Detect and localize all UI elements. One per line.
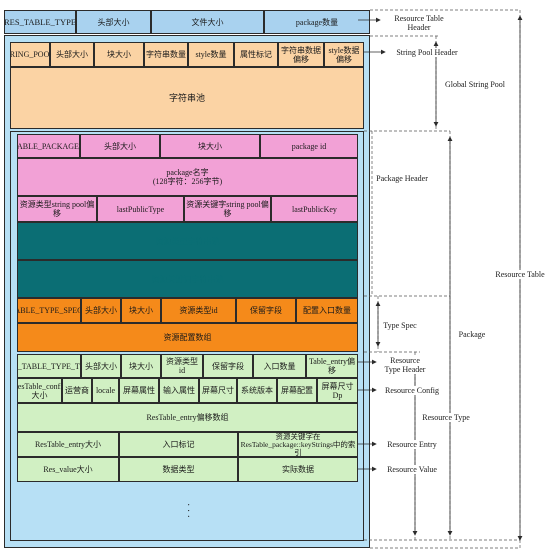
type-string-pool: 资源类型字符串池 (17, 222, 358, 260)
entry-size-cell: ResTable_entry大小 (17, 432, 119, 457)
resource-table-header-label: Resource Table Header (388, 14, 450, 32)
global-string-pool-label: Global String Pool (440, 80, 510, 89)
entry-flags-cell: 入口标记 (119, 432, 238, 457)
string-pool-content: 字符串池 (10, 67, 364, 129)
config-size-cell: ResTable_config大小 (17, 378, 62, 403)
resource-type-header-label: Resource Type Header (382, 356, 428, 374)
package-name-note: (128字符：256字节) (152, 177, 223, 186)
ts-header-size-cell: 头部大小 (81, 298, 121, 323)
value-size-cell: Res_value大小 (17, 457, 119, 482)
sp-chunk-size-cell: 块大小 (94, 42, 144, 67)
sp-string-count-cell: 字符串数量 (144, 42, 188, 67)
key-string-pool: 资源关键词字符串池 (17, 260, 358, 298)
res-table-type-cell: RES_TABLE_TYPE (4, 10, 76, 34)
type-spec-label: Type Spec (380, 321, 420, 330)
config-screen-size-dp-cell: 屏幕尺寸Dp (317, 378, 358, 403)
entry-offset-array: ResTable_entry偏移数组 (17, 403, 358, 432)
resource-config-label: Resource Config (382, 386, 442, 395)
package-header-label: Package Header (374, 174, 430, 183)
config-mcc-cell: 运营商 (62, 378, 92, 403)
type-spec-config-array: 资源配置数组 (17, 323, 358, 352)
tt-header-size-cell: 头部大小 (81, 354, 121, 378)
type-strings-offset-cell: 资源类型string pool偏移 (17, 196, 97, 222)
resource-value-label: Resource Value (382, 465, 442, 474)
config-locale-cell: locale (92, 378, 119, 403)
pkg-chunk-size-cell: 块大小 (160, 134, 260, 158)
type-spec-type-cell: RES_TABLE_TYPE_SPEC_TYPE (17, 298, 81, 323)
tt-reserved-cell: 保留字段 (203, 354, 253, 378)
table-header-size-cell: 头部大小 (76, 10, 151, 34)
table-package-count-cell: package数量 (264, 10, 370, 34)
last-public-type-cell: lastPublicType (97, 196, 184, 222)
sp-strings-offset-cell: 字符串数据偏移 (278, 42, 324, 67)
config-input-cell: 输入属性 (159, 378, 199, 403)
ts-type-id-cell: 资源类型id (161, 298, 236, 323)
package-name-label: package名字 (166, 168, 209, 177)
pkg-header-size-cell: 头部大小 (80, 134, 160, 158)
package-name-cell: package名字 (128字符：256字节) (17, 158, 358, 196)
config-screen-size-cell: 屏幕尺寸 (199, 378, 237, 403)
tt-entry-offset-cell: Table_entry偏移 (306, 354, 358, 378)
ts-entry-count-cell: 配置入口数量 (296, 298, 358, 323)
value-data-type-cell: 数据类型 (119, 457, 238, 482)
key-strings-offset-cell: 资源关键字string pool偏移 (184, 196, 271, 222)
last-public-key-cell: lastPublicKey (271, 196, 358, 222)
type-type-cell: RES_TABLE_TYPE_TYPE (17, 354, 81, 378)
continuation-dots: · · · (182, 502, 193, 518)
ts-reserved-cell: 保留字段 (236, 298, 296, 323)
config-screen-config-cell: 屏幕配置 (277, 378, 317, 403)
ts-chunk-size-cell: 块大小 (121, 298, 161, 323)
value-data-cell: 实际数据 (238, 457, 358, 482)
table-file-size-cell: 文件大小 (151, 10, 264, 34)
resource-type-label: Resource Type (418, 413, 474, 422)
string-pool-type-cell: RES_STRING_POOL_TYPE (10, 42, 50, 67)
config-version-cell: 系统版本 (237, 378, 277, 403)
resource-table-label: Resource Table (494, 270, 546, 279)
package-label: Package (452, 330, 492, 339)
sp-flags-cell: 属性标记 (234, 42, 278, 67)
entry-key-cell: 资源关键字在ResTable_package::keyStrings中的索引 (238, 432, 358, 457)
sp-style-count-cell: style数量 (188, 42, 234, 67)
pkg-id-cell: package id (260, 134, 358, 158)
tt-chunk-size-cell: 块大小 (121, 354, 161, 378)
sp-header-size-cell: 头部大小 (50, 42, 94, 67)
config-screen-type-cell: 屏幕属性 (119, 378, 159, 403)
sp-styles-offset-cell: style数据偏移 (324, 42, 364, 67)
string-pool-header-label: String Pool Header (392, 48, 462, 57)
resource-entry-label: Resource Entry (382, 440, 442, 449)
tt-type-id-cell: 资源类型id (161, 354, 203, 378)
tt-entry-count-cell: 入口数量 (253, 354, 306, 378)
package-type-cell: RES_TABLE_PACKAGE_TYPE (17, 134, 80, 158)
